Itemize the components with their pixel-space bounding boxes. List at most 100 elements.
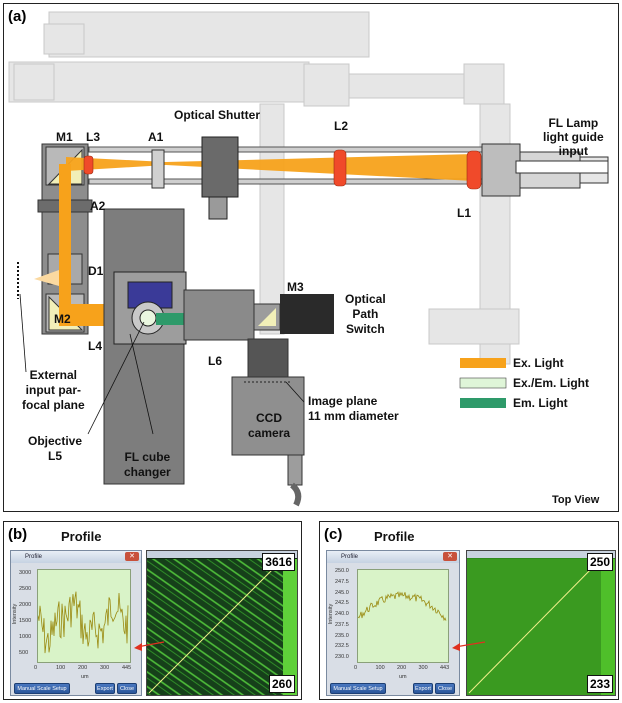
y-tick-label: 240.0 (335, 611, 349, 617)
range-min-b: 260 (268, 675, 295, 693)
label-ccd-line1: CCD (256, 411, 283, 425)
fl-cube-changer (103, 208, 185, 485)
profile-trace-b (38, 591, 129, 654)
label-l6: L6 (208, 354, 223, 368)
label-m1: M1 (56, 130, 73, 144)
range-min-c: 233 (586, 675, 613, 693)
x-tick-label: 300 (100, 665, 110, 671)
window-title-c: Profile (327, 551, 459, 563)
y-tick-label: 237.5 (335, 621, 349, 628)
panel-c-letter: (c) (324, 526, 343, 543)
label-ccd-camera: CCD camera (248, 411, 290, 441)
top-view-label: Top View (552, 494, 600, 506)
range-max-b: 3616 (262, 553, 295, 571)
xlabel-b: um (81, 674, 89, 680)
label-l1: L1 (457, 206, 472, 220)
label-l3: L3 (86, 130, 101, 144)
x-tick-label: 0 (34, 665, 38, 671)
image-window-titlebar-c (467, 551, 615, 558)
y-tick-label: 245.0 (335, 589, 349, 596)
legend-swatches (459, 358, 507, 408)
image-window-titlebar-b (147, 551, 297, 558)
legend-ex-light: Ex. Light (513, 356, 564, 370)
export-button[interactable]: Export (95, 683, 115, 694)
label-optical-path-switch: Optical Path Switch (345, 292, 386, 337)
label-d1: D1 (88, 264, 104, 278)
label-fl-lamp: FL Lamp light guide input (543, 116, 604, 158)
ylabel-c: Intensity (328, 603, 335, 625)
aperture-a1 (151, 149, 165, 189)
window-title-b: Profile (11, 551, 141, 563)
label-external-line2: input par- (25, 383, 81, 397)
label-switch-line3: Switch (346, 322, 385, 336)
label-cube-line1: FL cube (124, 450, 171, 464)
label-external-line1: External (29, 368, 78, 382)
lamp-housing (481, 143, 609, 197)
y-tick-label: 500 (19, 650, 29, 656)
plot-area-c (357, 569, 449, 663)
x-tick-label: 0 (354, 665, 358, 671)
x-tick-label: 100 (56, 665, 66, 671)
y-tick-label: 235.0 (335, 632, 349, 639)
y-tick-label: 242.5 (335, 600, 349, 607)
label-m3: M3 (287, 280, 304, 294)
background-mechanics (8, 11, 520, 365)
plot-area-b (37, 569, 131, 663)
micrograph-c: 250 233 (466, 550, 616, 696)
y-tick-label: 230.0 (335, 654, 349, 660)
y-tick-label: 1000 (19, 634, 32, 640)
label-external-line3: focal plane (22, 398, 85, 412)
x-tick-label: 200 (78, 665, 88, 671)
x-tick-label: 445 (122, 665, 132, 671)
label-ccd-line2: camera (248, 426, 291, 440)
panel-b-title: Profile (61, 529, 102, 544)
close-icon[interactable]: ✕ (125, 552, 139, 561)
label-fl-lamp-line2: light guide (543, 130, 604, 144)
image-texture-c (467, 559, 615, 695)
leader-lines (19, 293, 305, 435)
panel-a: (a) (3, 3, 619, 512)
xlabel-c: um (399, 674, 407, 680)
close-icon[interactable]: ✕ (443, 552, 457, 561)
micrograph-b: 3616 260 (146, 550, 298, 696)
label-objective: Objective L5 (28, 434, 82, 464)
x-tick-label: 443 (440, 665, 450, 671)
label-l2: L2 (334, 119, 349, 133)
label-image-plane: Image plane 11 mm diameter (308, 394, 399, 424)
panel-c-title: Profile (374, 529, 415, 544)
label-switch-line1: Optical (345, 292, 386, 306)
ccd-camera-drawing (231, 338, 305, 507)
label-optical-shutter: Optical Shutter (174, 108, 261, 122)
label-m2: M2 (54, 312, 71, 326)
label-objective-line1: Objective (28, 434, 83, 448)
manual-scale-setup-button[interactable]: Manual Scale Setup (14, 683, 70, 694)
optical-shutter (201, 136, 239, 220)
y-tick-label: 2500 (19, 586, 32, 592)
legend-ex-em-light: Ex./Em. Light (513, 376, 590, 390)
label-a1: A1 (148, 130, 164, 144)
y-tick-label: 247.5 (335, 578, 349, 585)
image-texture-b (147, 559, 297, 695)
close-button[interactable]: Close (117, 683, 137, 694)
x-tick-label: 200 (397, 665, 407, 671)
panel-b-letter: (b) (8, 526, 28, 543)
panel-a-letter: (a) (8, 8, 27, 25)
y-tick-label: 232.5 (335, 643, 349, 650)
x-tick-label: 100 (375, 665, 385, 671)
profile-trace-c (358, 591, 447, 622)
manual-scale-setup-button[interactable]: Manual Scale Setup (330, 683, 386, 694)
optical-layout-drawing (8, 11, 609, 507)
y-tick-label: 2000 (19, 602, 32, 608)
export-button[interactable]: Export (413, 683, 433, 694)
legend-em-light: Em. Light (513, 396, 568, 410)
y-tick-label: 1500 (19, 618, 32, 624)
close-button[interactable]: Close (435, 683, 455, 694)
x-tick-label: 300 (418, 665, 428, 671)
label-image-plane-line2: 11 mm diameter (308, 409, 399, 423)
label-switch-line2: Path (352, 307, 379, 321)
label-a2: A2 (90, 199, 106, 213)
optical-path-switch (280, 294, 334, 334)
label-fl-cube-changer: FL cube changer (124, 450, 171, 480)
